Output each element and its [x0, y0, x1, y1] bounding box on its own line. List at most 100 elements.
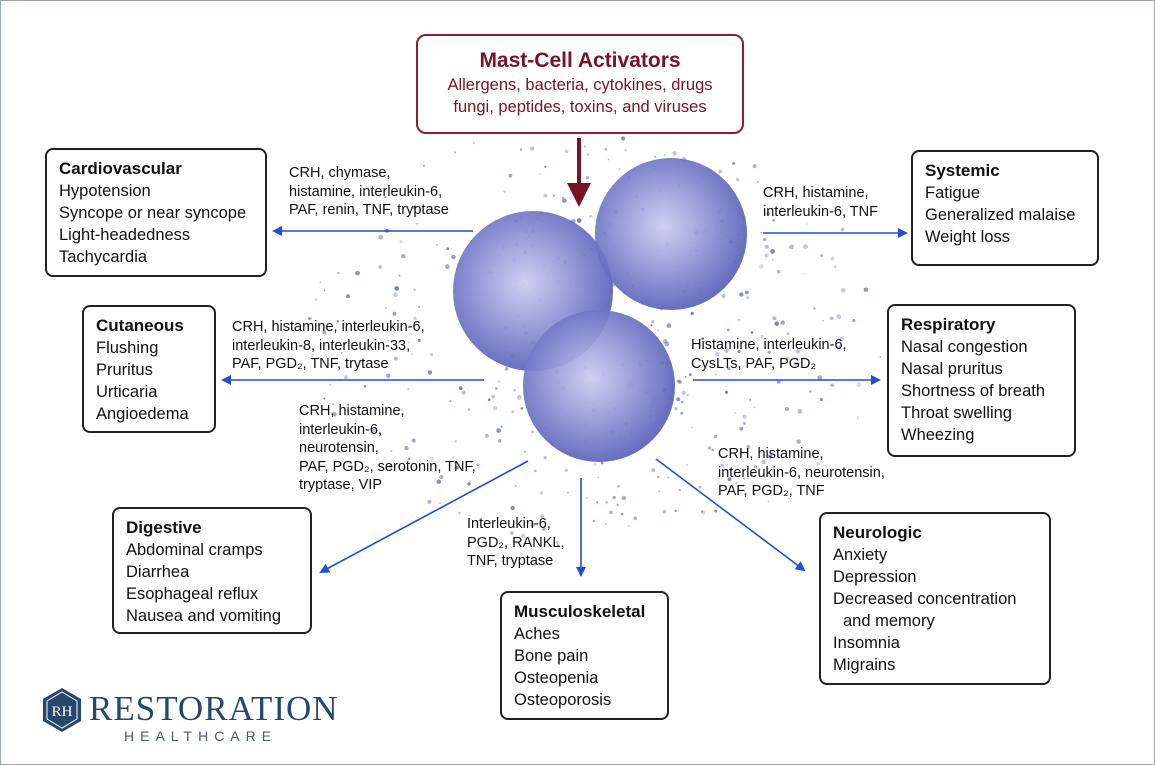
granule-dot	[739, 292, 744, 297]
mediators-systemic: CRH, histamine, interleukin-6, TNF	[763, 184, 878, 221]
granule-dot	[543, 456, 547, 460]
granule-dot	[452, 456, 455, 459]
granule-dot	[714, 509, 718, 513]
granule-dot	[856, 382, 862, 388]
granule-dot	[467, 408, 471, 411]
granule-dot	[813, 307, 816, 310]
granule-dot	[735, 482, 738, 485]
granule-dot	[714, 373, 717, 376]
granule-dot	[617, 485, 620, 488]
granule-dot	[633, 516, 638, 521]
granule-dot	[680, 400, 684, 404]
activators-line-2: fungi, peptides, toxins, and viruses	[453, 98, 707, 116]
granule-dot	[700, 510, 704, 513]
granule-dot	[436, 243, 439, 246]
granule-dot	[408, 341, 410, 344]
granule-dot	[678, 488, 681, 492]
granule-dot	[589, 214, 592, 218]
granule-dot	[382, 347, 385, 350]
symptom: Abdominal cramps	[126, 541, 263, 559]
granule-dot	[385, 373, 391, 379]
granule-dot	[496, 428, 501, 433]
granule-dot	[497, 380, 501, 384]
granule-dot	[674, 509, 677, 513]
granule-dot	[656, 475, 660, 479]
granule-dot	[863, 287, 868, 292]
granule-dot	[446, 247, 450, 251]
granule-dot	[803, 244, 808, 250]
granule-dot	[620, 512, 624, 516]
granule-dot	[662, 509, 667, 514]
granule-dot	[852, 319, 856, 322]
granule-dot	[767, 500, 770, 503]
mediators-cardiovascular: CRH, chymase, histamine, interleukin-6, …	[289, 164, 449, 220]
granule-dot	[531, 430, 535, 434]
granule-dot	[407, 458, 410, 461]
granule-dot	[624, 148, 627, 152]
granule-dot	[803, 273, 806, 275]
granule-dot	[724, 348, 729, 354]
granule-dot	[727, 477, 732, 482]
granule-dot	[331, 403, 334, 406]
granule-dot	[556, 541, 559, 544]
granule-dot	[738, 318, 740, 321]
granule-dot	[720, 463, 724, 467]
granule-dot	[494, 387, 498, 390]
granule-dot	[837, 345, 841, 349]
granule-dot	[439, 502, 441, 505]
granule-dot	[561, 196, 565, 200]
mediator-line: TNF, tryptase	[467, 553, 554, 569]
granule-dot	[764, 244, 769, 249]
symptom: Shortness of breath	[901, 382, 1046, 400]
mediator-line: histamine, interleukin-6,	[289, 183, 443, 200]
granule-dot	[407, 388, 410, 391]
granule-dot	[497, 439, 502, 443]
granule-dot	[653, 155, 657, 159]
mediator-line: Histamine, interleukin-6,	[691, 337, 847, 353]
granule-dot	[607, 158, 610, 161]
granule-dot	[766, 211, 771, 216]
mediator-line: Interleukin-6,	[467, 516, 551, 532]
mediator-line: interleukin-6, TNF	[763, 203, 878, 220]
granule-dot	[604, 523, 607, 525]
granule-dot	[746, 296, 750, 300]
granule-dot	[416, 222, 419, 225]
granule-dot	[621, 136, 626, 141]
granule-dot	[830, 256, 835, 261]
granule-dot	[562, 198, 567, 203]
granule-dot	[609, 510, 613, 515]
granule-dot	[487, 398, 491, 402]
mediator-line: PAF, PGD₂, serotonin, TNF,	[299, 458, 476, 475]
mediator-line: PAF, renin, TNF, tryptase	[289, 202, 449, 218]
mediators-cutaneous: CRH, histamine, interleukin-6, interleuk…	[232, 318, 425, 374]
mediators-respiratory: Histamine, interleukin-6, CysLTs, PAF, P…	[691, 336, 847, 373]
mast-cell-lower	[523, 310, 675, 462]
granule-dot	[742, 421, 746, 425]
granule-dot	[819, 398, 823, 401]
granule-dot	[523, 450, 526, 453]
respiratory-title: Respiratory	[901, 315, 996, 334]
granule-dot	[308, 317, 311, 320]
arrow-to-digestive	[319, 460, 529, 573]
granule-dot	[508, 173, 513, 178]
granule-dot	[513, 388, 517, 392]
granule-dot	[784, 406, 790, 411]
granule-dot	[427, 370, 433, 375]
mast-cell-activators-box: Mast-Cell Activators Allergens, bacteria…	[416, 34, 744, 134]
granule-dot	[511, 410, 515, 414]
mediator-line: PAF, PGD₂, TNF, trytase	[232, 356, 389, 372]
granule-dot	[840, 287, 846, 293]
granule-dot	[458, 511, 461, 515]
granule-dot	[805, 223, 808, 226]
granule-dot	[772, 218, 776, 222]
granule-dot	[336, 320, 339, 323]
arrow-to-neurologic	[655, 458, 806, 572]
granule-dot	[767, 454, 773, 459]
granule-dot	[756, 181, 759, 183]
symptom: Throat swelling	[901, 404, 1012, 422]
symptom: Tachycardia	[59, 248, 148, 266]
granule-dot	[439, 474, 444, 480]
granule-dot	[650, 324, 653, 327]
granule-dot	[363, 385, 367, 388]
